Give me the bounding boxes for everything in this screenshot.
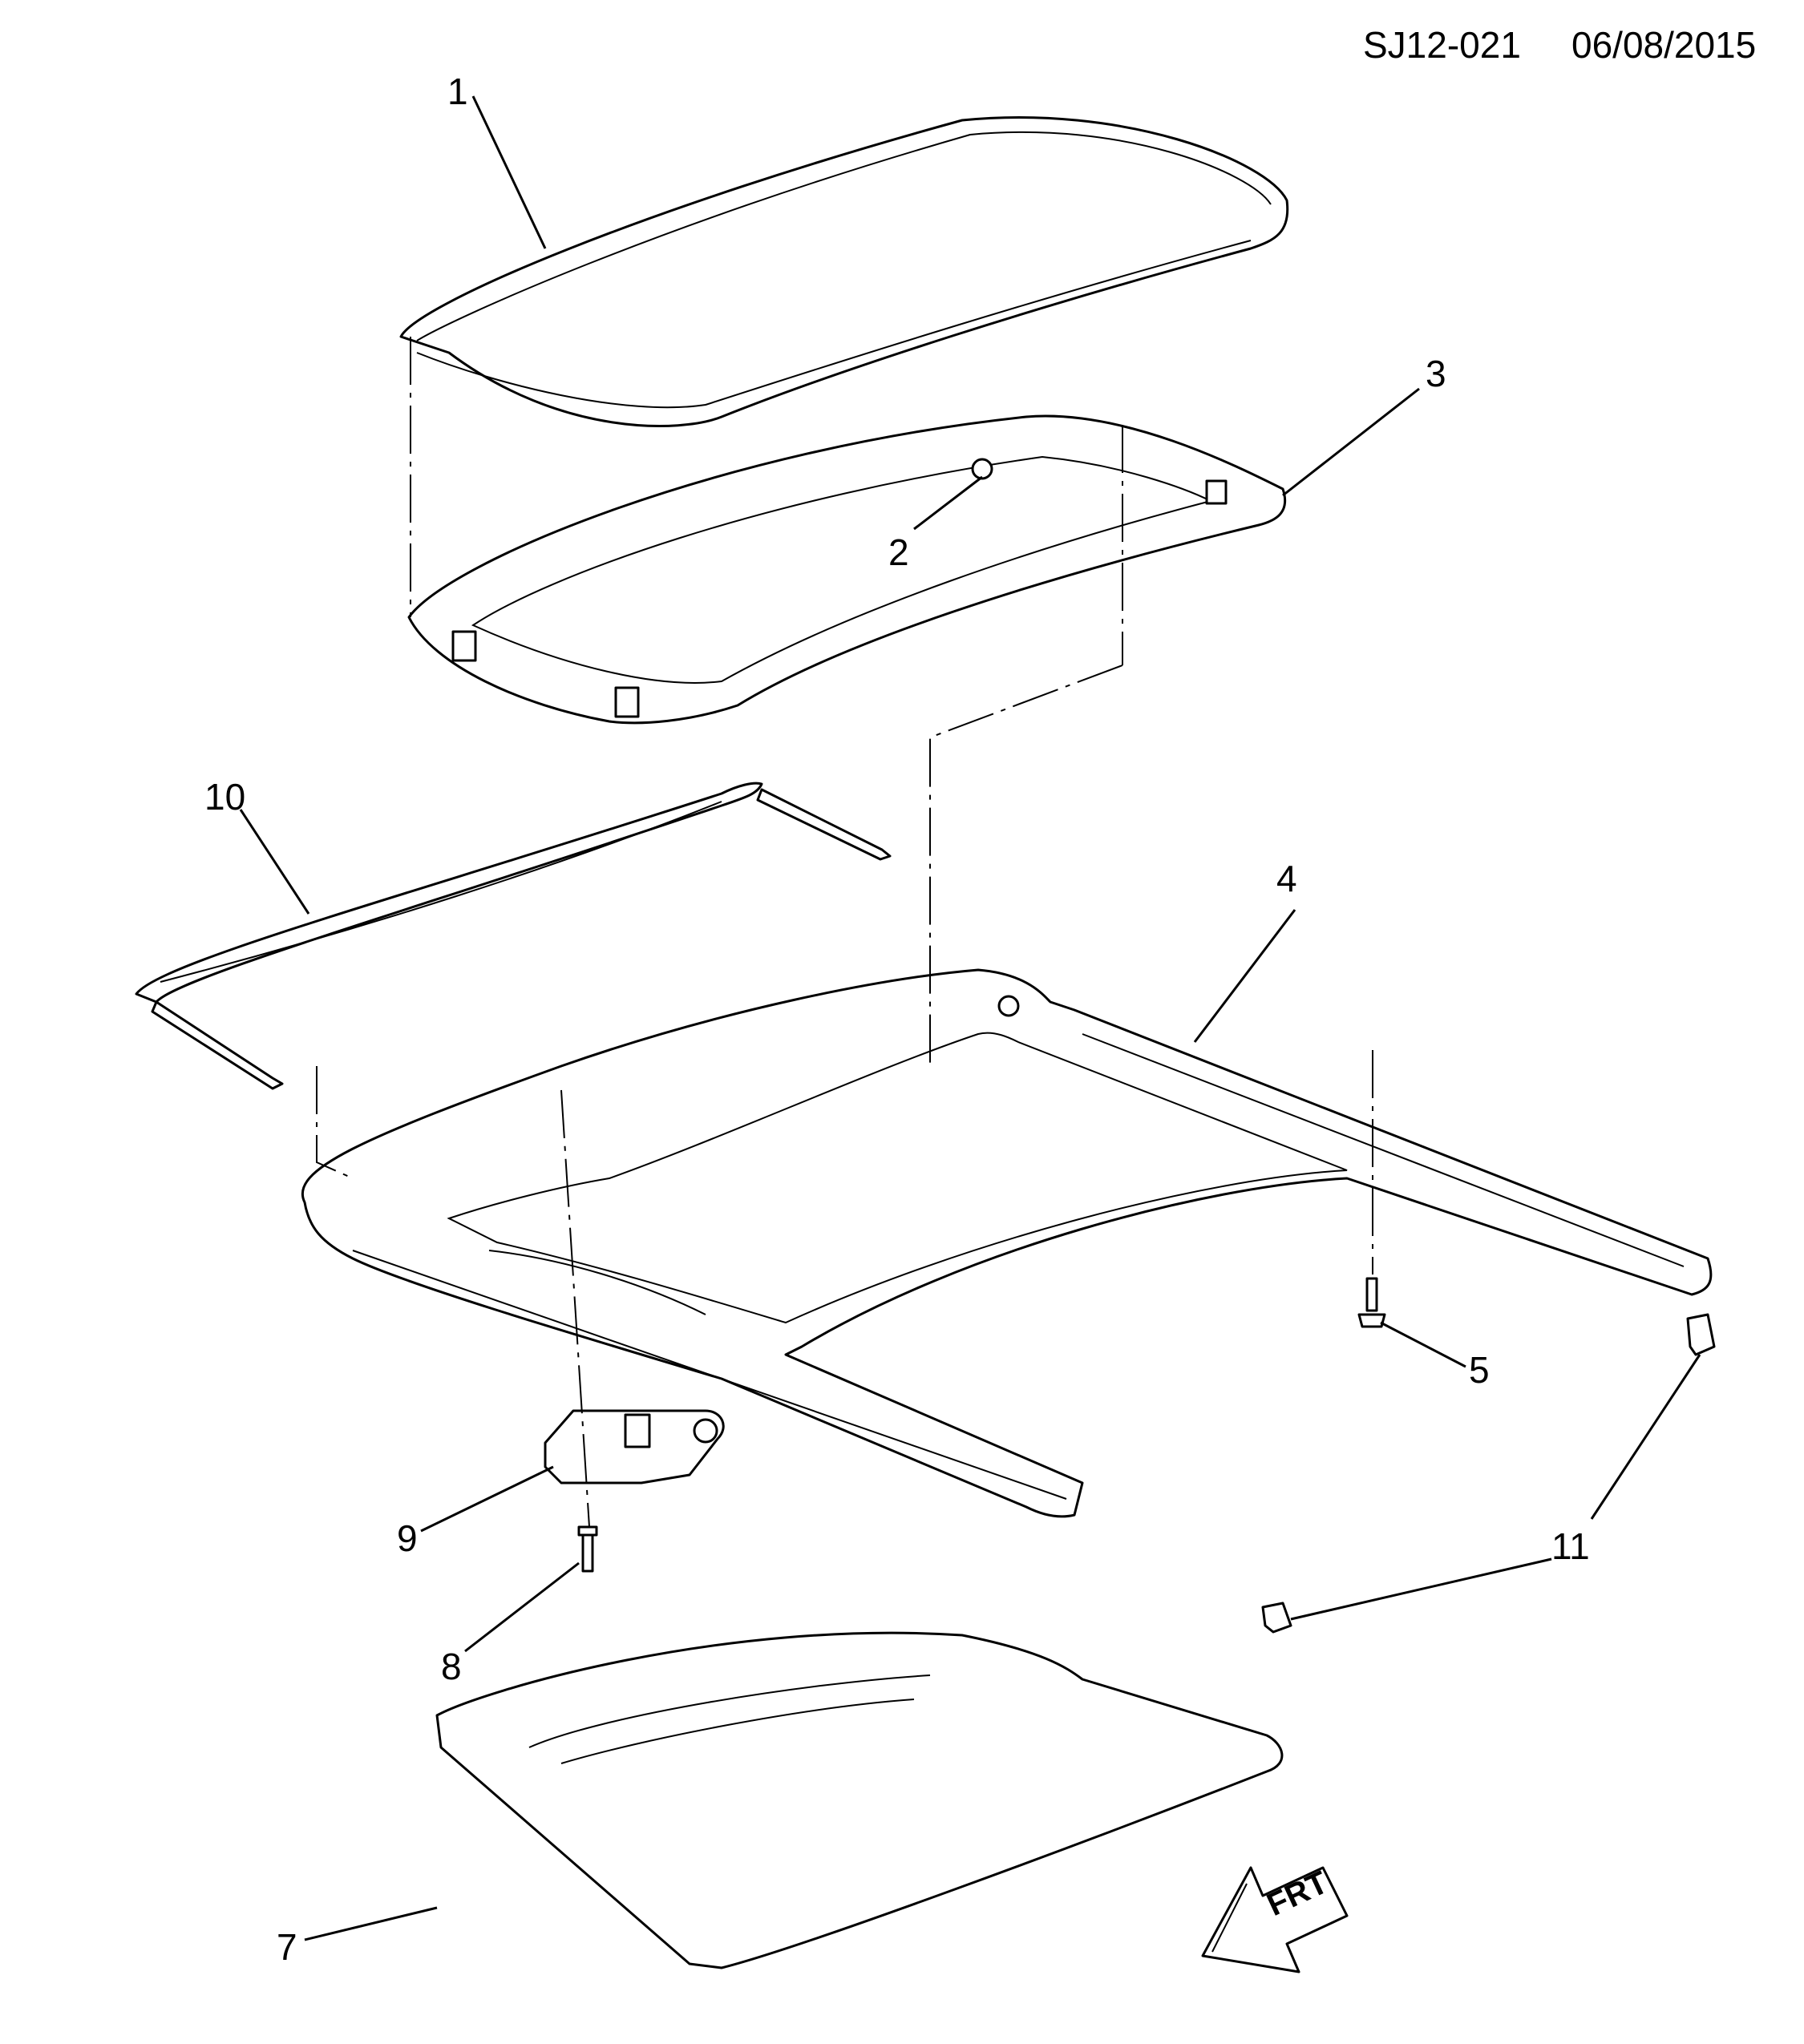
callout-4: 4	[1276, 858, 1297, 899]
part-9-sunroof-motor	[544, 1409, 725, 1485]
part-1-sunroof-glass	[399, 116, 1289, 427]
front-arrow-icon	[1201, 1866, 1349, 1973]
callout-10: 10	[204, 776, 245, 818]
callout-1: 1	[447, 71, 468, 112]
callout-9: 9	[397, 1517, 418, 1559]
callout-3: 3	[1426, 353, 1446, 394]
front-direction-indicator: FRT	[1201, 1864, 1349, 1973]
leader-lines	[239, 95, 1701, 1941]
callout-5: 5	[1469, 1349, 1490, 1391]
callout-7: 7	[277, 1926, 297, 1968]
part-7-sunshade-panel	[435, 1631, 1284, 1969]
part-8-bolt	[577, 1525, 598, 1573]
callout-labels: 1 2 3 4 5 7 8 9 10 11 11	[204, 71, 1590, 1968]
part-3-glass-frame	[407, 414, 1287, 725]
part-4-sunroof-housing	[301, 968, 1713, 1518]
callout-8: 8	[441, 1646, 462, 1687]
part-11-clip-lower	[1261, 1602, 1292, 1634]
callout-2: 2	[888, 531, 909, 573]
diagram-code: SJ12-021	[1363, 24, 1521, 66]
part-10-wind-deflector	[135, 782, 892, 1090]
callout-11-upper: 11	[1551, 1525, 1590, 1567]
diagram-date: 06/08/2015	[1571, 24, 1756, 66]
assembly-lines	[316, 337, 1373, 1528]
part-5-bolt	[1357, 1277, 1386, 1328]
part-11-clip-upper	[1686, 1313, 1716, 1356]
